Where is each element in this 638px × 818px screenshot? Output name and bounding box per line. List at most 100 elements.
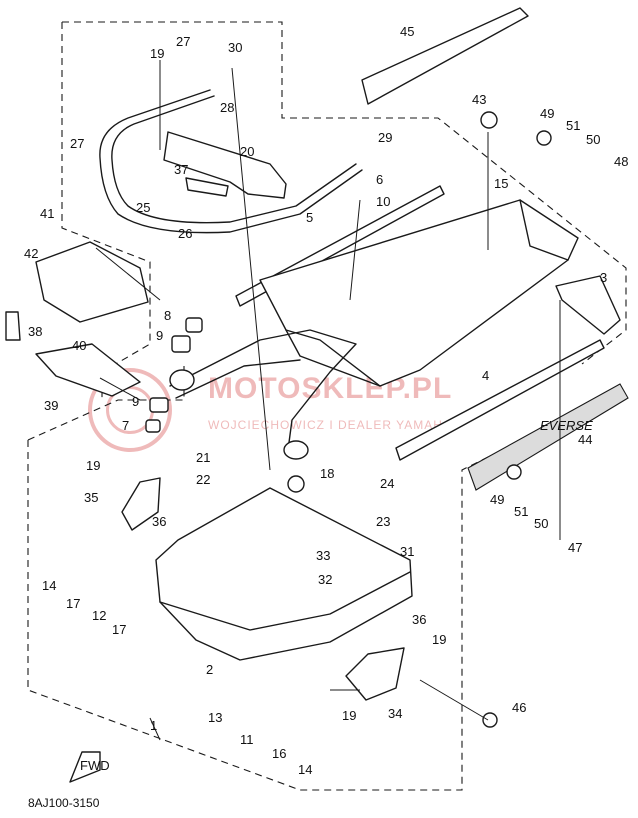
callout-labels: 1 2 3 4 5 6 7 8 9 9 10 11 12 13 14 14 15… <box>24 24 628 777</box>
callout-label: 43 <box>472 92 486 107</box>
part-8-bushing-left <box>169 369 195 391</box>
main-frame-tunnel <box>259 199 579 387</box>
callout-label: 6 <box>376 172 383 187</box>
part-38-plate-small <box>5 311 21 341</box>
callout-label: 40 <box>72 338 86 353</box>
fwd-label: FWD <box>80 758 110 773</box>
callout-label: 50 <box>586 132 600 147</box>
leader-lines <box>95 60 561 741</box>
part-9-collar-upper <box>171 335 191 353</box>
callout-label: 2 <box>206 662 213 677</box>
callout-label: 31 <box>400 544 414 559</box>
part-49-nut-bottom <box>506 464 522 480</box>
part-34-cover <box>345 647 405 701</box>
part-18-grommet <box>287 475 305 493</box>
callout-label: 3 <box>600 270 607 285</box>
callout-label: 13 <box>208 710 222 725</box>
callout-label: 30 <box>228 40 242 55</box>
callout-label: 5 <box>306 210 313 225</box>
part-2-belly-pan <box>155 487 413 661</box>
part-26-grab-bar <box>99 89 363 234</box>
fwd-arrow-icon <box>69 751 101 783</box>
callout-label: 14 <box>298 762 312 777</box>
part-42-shield <box>35 241 149 323</box>
callout-label: 17 <box>66 596 80 611</box>
callout-label: 50 <box>534 516 548 531</box>
callout-label: 42 <box>24 246 38 261</box>
callout-label: 46 <box>512 700 526 715</box>
callout-label: 7 <box>122 418 129 433</box>
part-9-collar-lower <box>149 397 169 413</box>
decal-text: EVERSE <box>540 418 593 433</box>
part-43-grommet <box>480 111 498 129</box>
callout-label: 8 <box>164 308 171 323</box>
main-frame-side <box>285 199 569 387</box>
callout-label: 23 <box>376 514 390 529</box>
callout-label: 49 <box>490 492 504 507</box>
callout-label: 21 <box>196 450 210 465</box>
part-25-grab-bar-inner <box>111 95 357 224</box>
callout-label: 33 <box>316 548 330 563</box>
callout-label: 41 <box>40 206 54 221</box>
callout-label: 51 <box>566 118 580 133</box>
callout-label: 17 <box>112 622 126 637</box>
front-frame-arms <box>169 329 357 451</box>
part-46-grommet <box>482 712 498 728</box>
callout-label: 22 <box>196 472 210 487</box>
callout-label: 26 <box>178 226 192 241</box>
part-7-collar <box>145 419 161 433</box>
callout-label: 19 <box>86 458 100 473</box>
callout-label: 14 <box>42 578 56 593</box>
callout-label: 44 <box>578 432 592 447</box>
callout-label: 38 <box>28 324 42 339</box>
callout-label: 36 <box>152 514 166 529</box>
callout-label: 36 <box>412 612 426 627</box>
callout-label: 12 <box>92 608 106 623</box>
catalog-code: 8AJ100-3150 <box>28 796 100 810</box>
part-8-collar <box>185 317 203 333</box>
callout-label: 37 <box>174 162 188 177</box>
callout-label: 18 <box>320 466 334 481</box>
callout-label: 27 <box>176 34 190 49</box>
callout-label: 47 <box>568 540 582 555</box>
part-20-bracket <box>163 131 287 199</box>
part-4-side-rail <box>395 339 605 461</box>
part-2-belly-pan-edge <box>159 571 411 631</box>
callout-label: 29 <box>378 130 392 145</box>
callout-label: 16 <box>272 746 286 761</box>
callout-label: 4 <box>482 368 489 383</box>
part-3-rear-bracket <box>555 275 621 335</box>
part-37-strap <box>185 177 229 197</box>
callout-label: 39 <box>44 398 58 413</box>
part-5-rail <box>235 185 445 307</box>
callout-label: 27 <box>70 136 84 151</box>
callout-label: 48 <box>614 154 628 169</box>
callout-label: 24 <box>380 476 394 491</box>
callout-label: 32 <box>318 572 332 587</box>
callout-label: 49 <box>540 106 554 121</box>
callout-label: 10 <box>376 194 390 209</box>
part-frame-bushing-right <box>283 440 309 460</box>
callout-label: 51 <box>514 504 528 519</box>
upper-assembly-boundary <box>61 21 627 400</box>
callout-label: 28 <box>220 100 234 115</box>
callout-label: 20 <box>240 144 254 159</box>
callout-label: 19 <box>150 46 164 61</box>
callout-label: 19 <box>342 708 356 723</box>
callout-label: 25 <box>136 200 150 215</box>
callout-label: 45 <box>400 24 414 39</box>
part-35-cover <box>121 477 161 531</box>
callout-label: 9 <box>132 394 139 409</box>
callout-label: 35 <box>84 490 98 505</box>
callout-label: 19 <box>432 632 446 647</box>
callout-label: 15 <box>494 176 508 191</box>
part-44-side-decal <box>467 383 629 491</box>
callout-label: 1 <box>150 718 157 733</box>
part-39-plate <box>35 343 141 397</box>
part-45-decal-strip <box>361 7 529 105</box>
callout-label: 9 <box>156 328 163 343</box>
part-49-nut-top <box>536 130 552 146</box>
callout-label: 11 <box>240 732 254 747</box>
